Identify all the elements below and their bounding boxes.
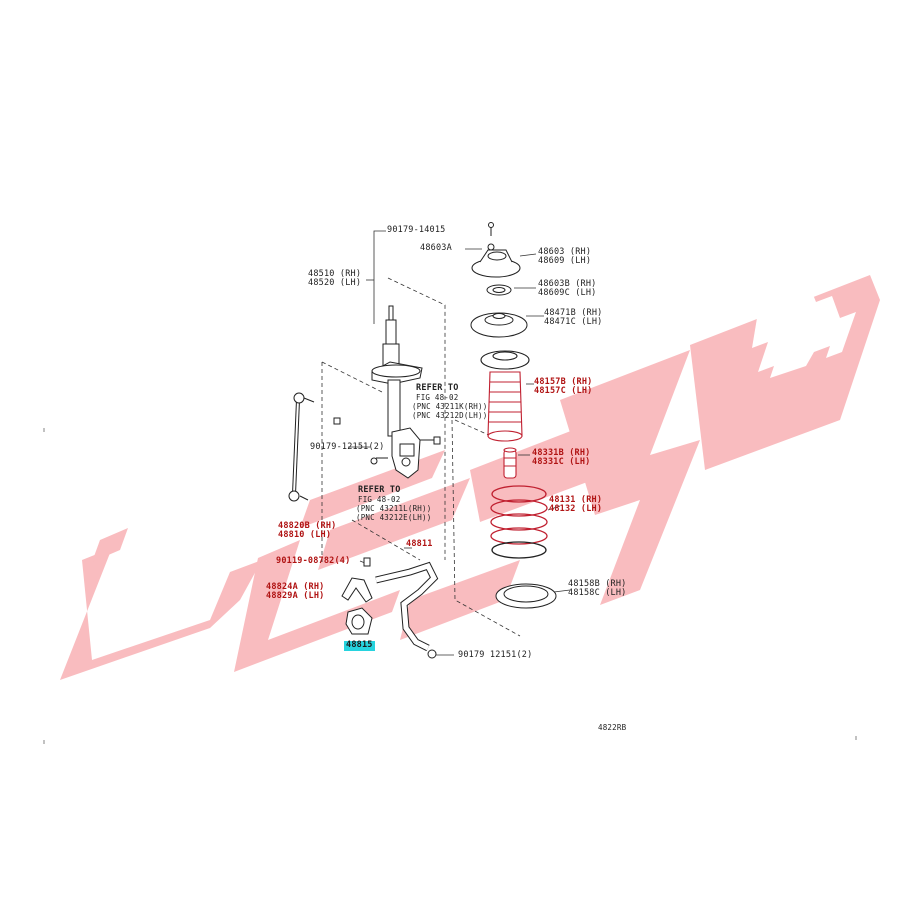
upper-support: [471, 249, 521, 278]
label-48157b-rh: 48157B (RH): [534, 377, 593, 387]
label-refer2-a: REFER TO: [358, 485, 401, 495]
label-90179-14015: 90179-14015: [387, 225, 446, 235]
label-refer1-a: REFER TO: [416, 383, 459, 393]
label-48820b-rh: 48820B (RH): [278, 521, 337, 531]
label-48158c-lh: 48158C (LH): [568, 588, 627, 598]
bearing: [486, 284, 512, 296]
label-90119-08782: 90119-08782(4): [276, 556, 351, 566]
guide-lines: [321, 277, 521, 637]
strut-assembly: [370, 222, 495, 479]
label-90179-12151-a: 90179-12151(2): [310, 442, 385, 452]
corner-marks: [43, 428, 857, 744]
label-48603b-rh: 48603B (RH): [538, 279, 597, 289]
label-90179-12151-b: 90179 12151(2): [458, 650, 533, 660]
stabilizer-link: [288, 392, 341, 502]
label-48811: 48811: [406, 539, 433, 549]
bump-stopper: [503, 447, 517, 479]
stabilizer-bar: [363, 557, 439, 659]
label-48131-rh: 48131 (RH): [549, 495, 603, 505]
label-refer1-b: FIG 48-02: [416, 393, 459, 402]
label-48158b-rh: 48158B (RH): [568, 579, 627, 589]
label-48331c-lh: 48331C (LH): [532, 457, 591, 467]
label-48471b-rh: 48471B (RH): [544, 308, 603, 318]
label-48824a-rh: 48824A (RH): [266, 582, 325, 592]
label-refer1-d: (PNC 43212D(LH)): [412, 411, 488, 420]
lower-insulator: [495, 583, 557, 609]
label-refer1-c: (PNC 43211K(RH)): [412, 402, 488, 411]
label-48603a: 48603A: [420, 243, 452, 253]
label-refer2-d: (PNC 43212E(LH)): [356, 513, 432, 522]
label-48609-lh: 48609 (LH): [538, 256, 592, 266]
label-48510-rh: 48510 (RH): [308, 269, 362, 279]
figure-code: 4822RB: [598, 723, 627, 732]
bushing: [345, 607, 373, 635]
upper-seat: [470, 312, 528, 338]
label-48609c-lh: 48609C (LH): [538, 288, 597, 298]
label-48331b-rh: 48331B (RH): [532, 448, 591, 458]
watermark-engine-icon: [752, 286, 856, 378]
coil-spring: [490, 485, 548, 559]
label-refer2-c: (PNC 43211L(RH)): [356, 504, 432, 513]
label-48132-lh: 48132 (LH): [549, 504, 603, 514]
label-48829a-lh: 48829A (LH): [266, 591, 325, 601]
bushing-bracket: [341, 577, 373, 603]
label-48815-highlighted[interactable]: 48815: [344, 640, 375, 651]
label-48609-rh: 48603 (RH): [538, 247, 592, 257]
dust-boot: [480, 350, 530, 442]
label-48157c-lh: 48157C (LH): [534, 386, 593, 396]
label-refer2-b: FIG 48-02: [358, 495, 401, 504]
label-48520-lh: 48520 (LH): [308, 278, 362, 288]
label-48471c-lh: 48471C (LH): [544, 317, 603, 327]
label-48810-lh: 48810 (LH): [278, 530, 332, 540]
